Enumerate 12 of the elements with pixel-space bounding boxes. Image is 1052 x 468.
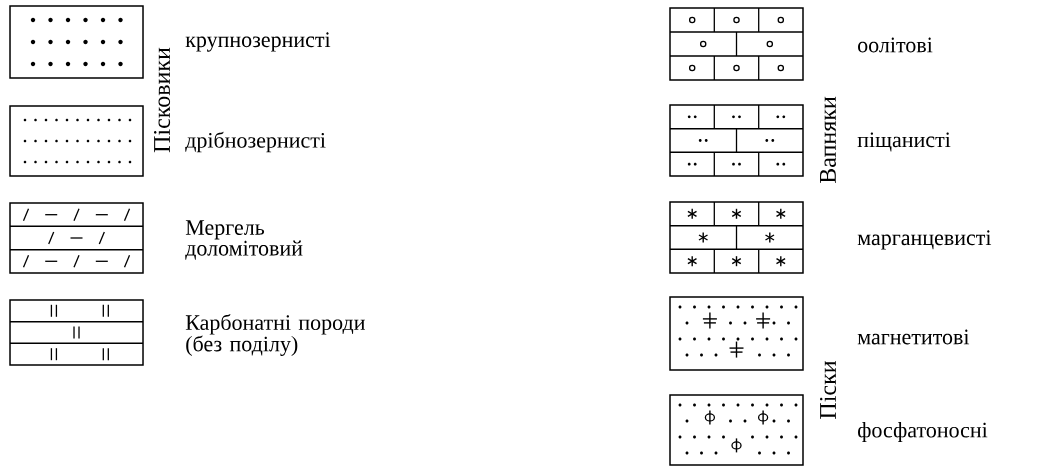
legend-label: дрібнозернисті (185, 131, 326, 153)
group-label: Пісковики (153, 47, 171, 153)
legend-label: крупнозернисті (185, 32, 331, 52)
legend-label: Мергель доломітовий (185, 220, 303, 260)
group-label: Піски (819, 360, 837, 419)
legend-label: магнетитові (857, 329, 970, 345)
group-label: Вапняки (820, 96, 836, 184)
legend-label: оолітові (858, 37, 933, 53)
legend-label: піщанисті (857, 132, 951, 152)
legend-label: Карбонатні породи (без поділу) (185, 314, 365, 356)
legend-label: марганцевисті (857, 230, 992, 250)
legend-label: фосфатоносні (858, 422, 988, 442)
